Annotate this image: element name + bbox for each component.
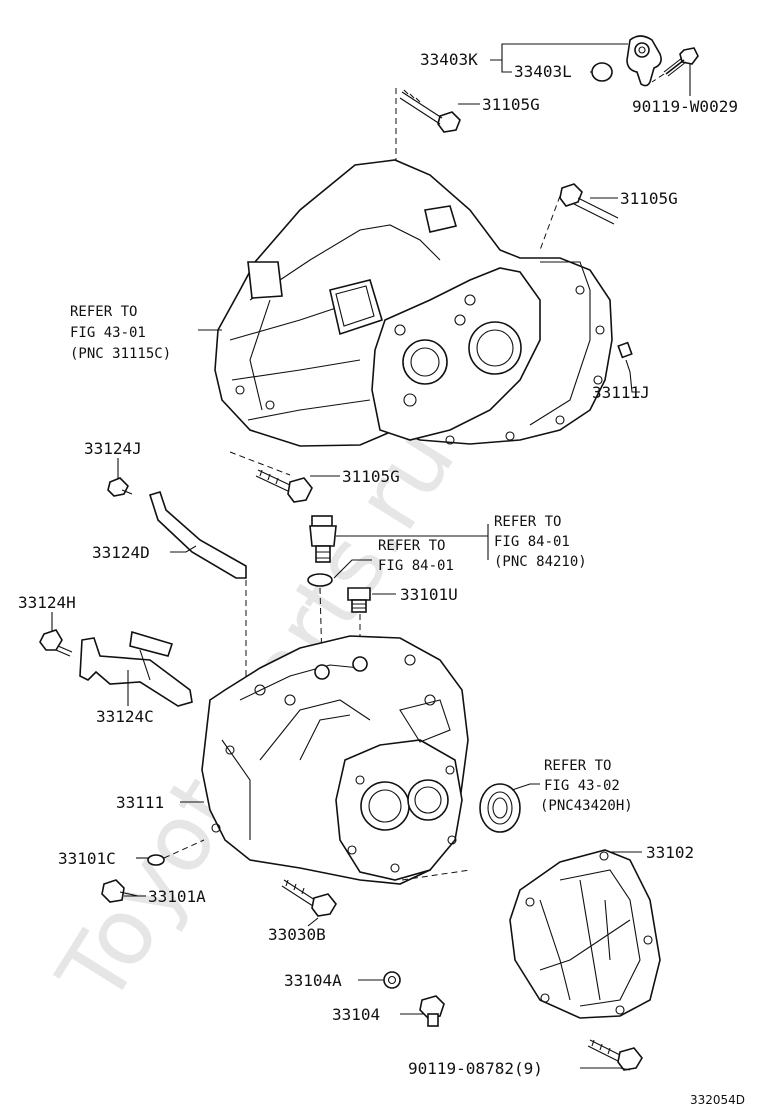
ref-43-02-line2: FIG 43-02 [544,778,620,794]
bracket-33124c [79,630,193,707]
label-33030b: 33030B [268,925,326,944]
ref-84-01-b-line1: REFER TO [378,538,445,554]
clutch-housing-upper [214,159,613,447]
ref-84-01-b-line2: FIG 84-01 [378,558,454,574]
washer-33104a [358,971,401,989]
bolt-31105g-right [539,183,619,251]
label-33104: 33104 [332,1005,380,1024]
plug-33101a [101,879,146,903]
label-33124j: 33124J [84,439,142,458]
label-31105g-top: 31105G [482,95,540,114]
label-33102: 33102 [646,843,694,862]
ref-84-01-a-line3: (PNC 84210) [494,554,587,570]
label-33403l: 33403L [514,62,572,81]
bolt-33124h [39,612,73,657]
dowel-pin-33111j [617,341,640,393]
speed-sensor-part [626,35,662,87]
label-33124c: 33124C [96,707,154,726]
ref-43-01-line3: (PNC 31115C) [70,346,171,362]
label-33101a: 33101A [148,887,206,906]
label-31105g-right: 31105G [620,189,678,208]
bolt-33124j [107,458,133,497]
ref-43-02-line1: REFER TO [544,758,611,774]
o-ring-33403l [591,62,613,82]
label-33101u: 33101U [400,585,458,604]
label-33111: 33111 [116,793,164,812]
ref-84-01-a-line2: FIG 84-01 [494,534,570,550]
bolt-90119-08782 [580,1039,643,1071]
label-33101c: 33101C [58,849,116,868]
vehicle-speed-sensor [309,515,489,563]
transmission-case-cover [509,849,661,1019]
label-90119-08782: 90119-08782(9) [408,1059,543,1078]
transaxle-case [180,635,469,885]
bolt-31105g-lower [255,469,340,503]
ref-84-01-a-line1: REFER TO [494,514,561,530]
gasket-sensor [307,573,333,587]
label-33124h: 33124H [18,593,76,612]
ref-43-02-line3: (PNC43420H) [540,798,633,814]
bolt-31105g-top [395,88,480,170]
bolt-90119-w0029 [651,47,699,96]
footer-code: 332054D [690,1093,745,1107]
ref-43-01-line2: FIG 43-01 [70,325,146,341]
bolt-33030b [281,879,337,927]
gasket-33101c [136,839,205,866]
label-33111j: 33111J [592,383,650,402]
drain-plug-33104 [400,995,445,1027]
label-33403k: 33403K [420,50,478,69]
plate-33124d [148,491,247,680]
label-33124d: 33124D [92,543,150,562]
label-90119-w0029: 90119-W0029 [632,97,738,116]
oil-seal [479,783,540,833]
dash-upper [229,451,291,476]
label-31105g-lower: 31105G [342,467,400,486]
label-33104a: 33104A [284,971,342,990]
ref-43-01-line1: REFER TO [70,304,137,320]
